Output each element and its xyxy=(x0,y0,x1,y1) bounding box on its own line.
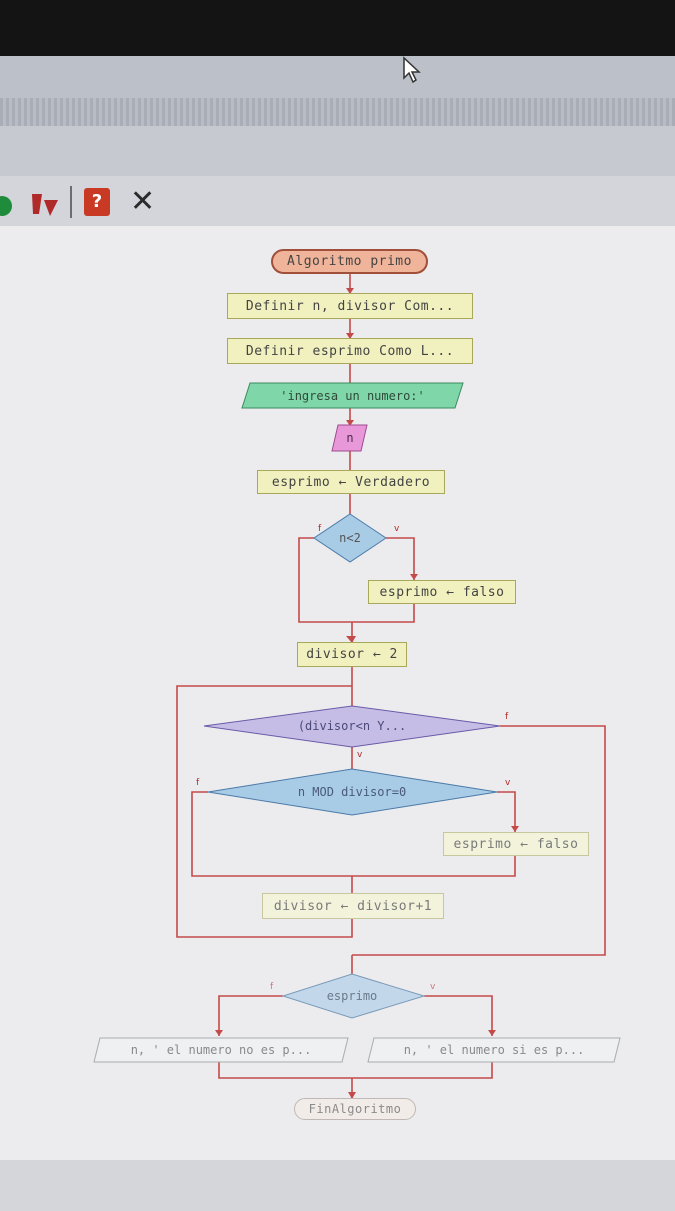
end-terminal[interactable]: FinAlgoritmo xyxy=(294,1098,416,1120)
mouse-cursor-icon xyxy=(403,56,421,84)
input-n-label[interactable]: n xyxy=(346,431,354,445)
menu-bar xyxy=(0,98,675,126)
assign-esprimo-false-1[interactable]: esprimo ← falso xyxy=(368,580,516,604)
if1-true-label: v xyxy=(394,524,400,534)
while-false-label: f xyxy=(505,712,509,722)
define-n-divisor[interactable]: Definir n, divisor Com... xyxy=(227,293,473,319)
close-icon[interactable]: ✕ xyxy=(130,184,156,219)
while-true-label: v xyxy=(357,750,363,760)
window-title-bar xyxy=(0,56,675,98)
if3-true-label: v xyxy=(430,982,436,992)
monitor-bezel xyxy=(0,0,675,56)
if-mod-cond[interactable]: n MOD divisor=0 xyxy=(297,785,407,799)
output-prompt-label[interactable]: 'ingresa un numero:' xyxy=(280,388,425,403)
help-icon[interactable]: ? xyxy=(84,188,110,216)
step-by-step-icon[interactable] xyxy=(30,190,62,218)
start-terminal[interactable]: Algoritmo primo xyxy=(271,249,428,274)
status-area xyxy=(0,1160,675,1211)
run-icon[interactable] xyxy=(0,196,12,216)
secondary-toolbar xyxy=(0,126,675,176)
if1-false-label: f xyxy=(318,524,322,534)
toolbar-separator xyxy=(70,186,72,218)
while-loop-cond[interactable]: (divisor<n Y... xyxy=(297,719,407,733)
assign-esprimo-true[interactable]: esprimo ← Verdadero xyxy=(257,470,445,494)
assign-esprimo-false-2[interactable]: esprimo ← falso xyxy=(443,832,589,856)
assign-divisor-2[interactable]: divisor ← 2 xyxy=(297,642,407,667)
define-esprimo[interactable]: Definir esprimo Como L... xyxy=(227,338,473,364)
if2-false-label: f xyxy=(196,778,200,788)
if-n-less-2-cond[interactable]: n<2 xyxy=(339,531,361,545)
if-esprimo-cond[interactable]: esprimo xyxy=(326,989,378,1003)
output-not-prime[interactable]: n, ' el numero no es p... xyxy=(130,1043,312,1057)
increment-divisor[interactable]: divisor ← divisor+1 xyxy=(262,893,444,919)
output-is-prime[interactable]: n, ' el numero si es p... xyxy=(403,1043,585,1057)
if3-false-label: f xyxy=(270,982,274,992)
if2-true-label: v xyxy=(505,778,511,788)
flowchart-canvas xyxy=(0,226,675,1160)
